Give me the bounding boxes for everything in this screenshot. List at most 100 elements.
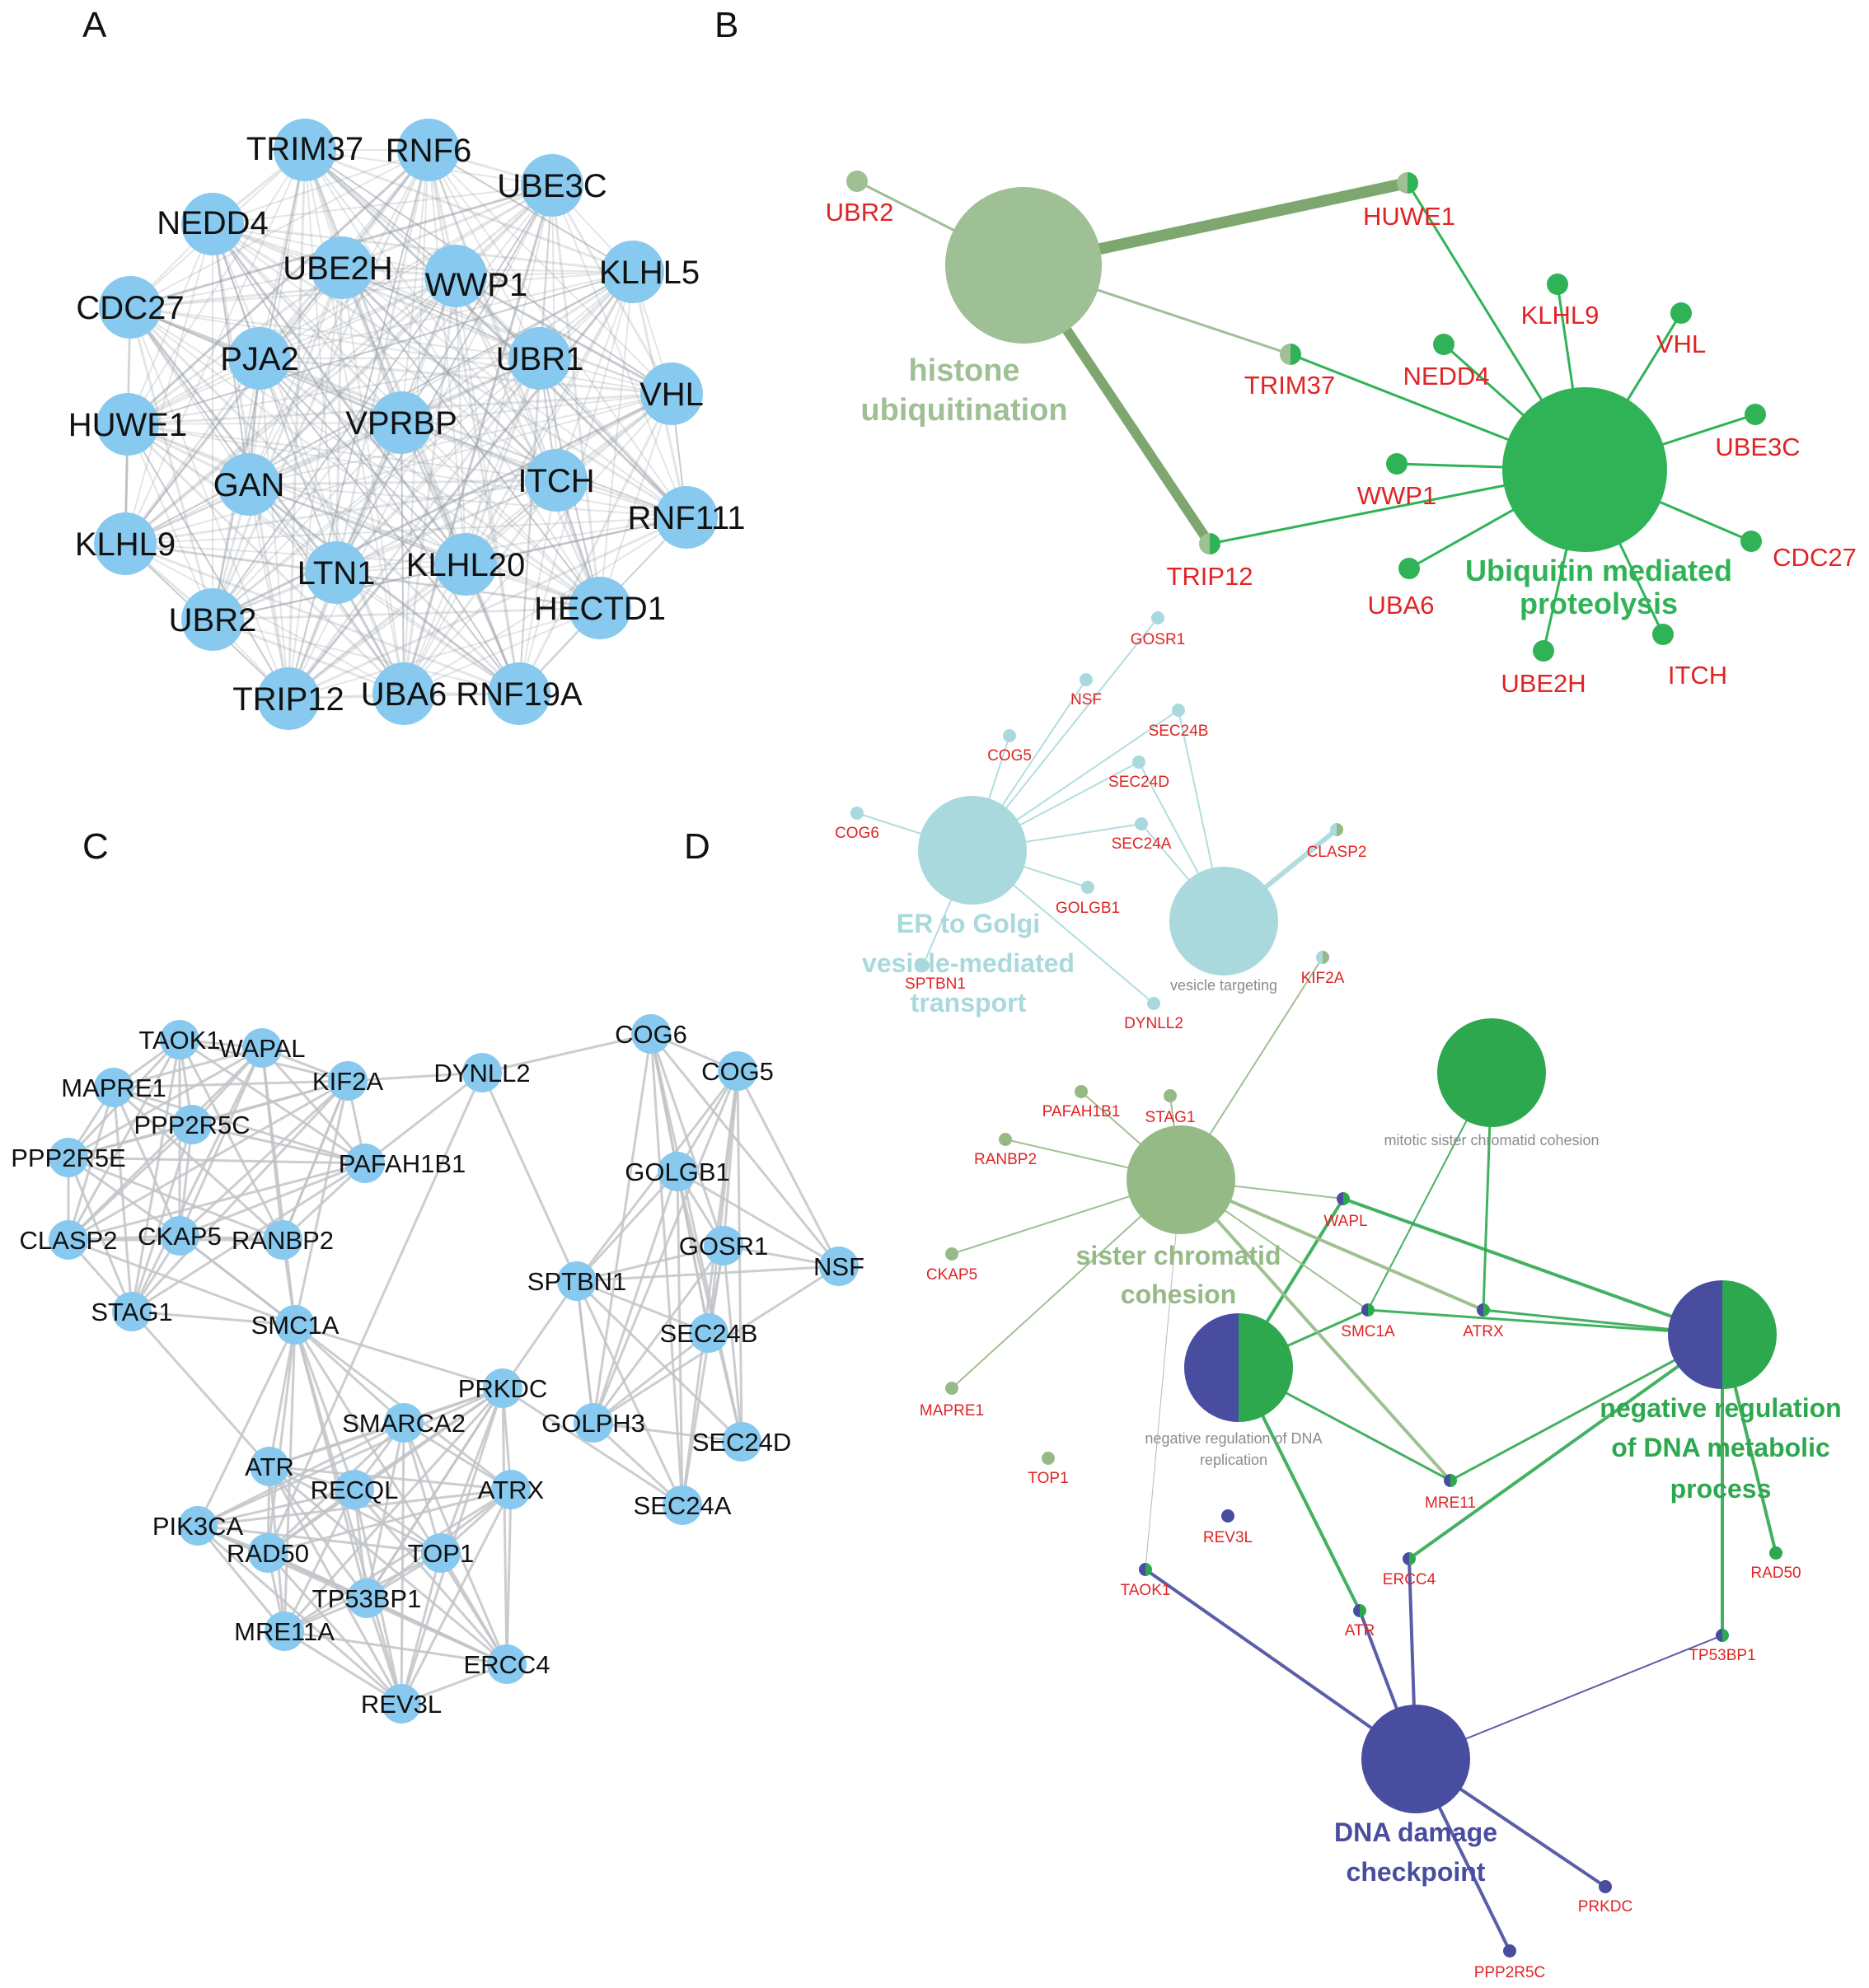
edge-a-2-11 [127, 185, 553, 425]
edge-c-83 [400, 1422, 405, 1705]
gene-node-klhl9 [1547, 274, 1568, 295]
gene-node-sec24b [1172, 704, 1185, 717]
gene-node-rad50 [1769, 1546, 1782, 1560]
edge-a-10-22 [403, 393, 672, 695]
edge-c-45 [179, 1162, 366, 1237]
gene-node-right-clasp2 [1337, 823, 1343, 836]
edge-a-7-19 [129, 306, 601, 609]
edge-a-6-19 [599, 271, 634, 609]
gene-label-d-ppp2r5c: PPP2R5C [1474, 1964, 1546, 1981]
edge-a-6-21 [287, 271, 635, 699]
edge-c-147 [676, 1171, 743, 1443]
edge-a-13-21 [248, 484, 289, 699]
label-klhl5: KLHL5 [599, 255, 700, 291]
label-c-smarca2: SMARCA2 [342, 1409, 466, 1438]
edge-c-139 [592, 1070, 739, 1424]
edge-c-44 [68, 1162, 366, 1242]
edge-d-ddc-27 [1415, 1635, 1723, 1760]
edge-c-168 [266, 1072, 484, 1554]
edge-c-100 [267, 1488, 512, 1555]
edge-a-5-10 [455, 274, 672, 395]
node-rnf111 [655, 486, 718, 549]
edge-d-ddc-25 [1144, 1568, 1417, 1761]
node-klhl5 [602, 241, 664, 303]
edge-a-9-17 [335, 358, 541, 573]
gene-node-left-mre11 [1444, 1474, 1450, 1487]
edge-a-14-16 [124, 479, 557, 545]
edge-c-109 [196, 1525, 286, 1632]
gene-label-d-smc1a: SMC1A [1341, 1323, 1395, 1340]
edge-c-161 [593, 1331, 710, 1424]
edge-c-176 [365, 1387, 504, 1599]
label-itch: ITCH [518, 463, 594, 499]
gene-node-sec24d [1132, 755, 1145, 769]
edge-a-6-7 [129, 271, 634, 308]
label-ube2h: UBE2H [283, 250, 392, 287]
edge-a-3-23 [212, 223, 520, 695]
edge-c-121 [366, 1597, 508, 1666]
gene-node-uba6 [1398, 558, 1420, 579]
gene-label-vhl: VHL [1656, 330, 1706, 358]
label-hectd1: HECTD1 [534, 591, 666, 627]
gene-node-right-trim37 [1290, 344, 1301, 365]
gene-label-d-nsf: NSF [1070, 691, 1102, 709]
node-stag1 [112, 1292, 152, 1331]
label-c-prkdc: PRKDC [458, 1374, 548, 1403]
edge-a-1-7 [129, 149, 429, 308]
edge-d-nrdm-16 [1342, 1197, 1723, 1336]
term-label-er-3: transport [911, 988, 1027, 1017]
edge-a-13-23 [248, 483, 520, 695]
node-nsf [819, 1247, 859, 1286]
gene-node-gosr1 [1151, 611, 1164, 624]
edge-c-103 [283, 1488, 512, 1633]
edge-c-80 [402, 1422, 443, 1554]
gene-label-wwp1: WWP1 [1357, 481, 1436, 510]
gene-node-sec24a [1135, 817, 1148, 830]
edge-a-1-23 [427, 149, 521, 695]
node-klhl20 [434, 533, 497, 596]
node-pja2 [228, 327, 291, 390]
label-c-wapal: WAPAL [218, 1034, 305, 1063]
edge-a-2-13 [247, 184, 554, 486]
term-node-vt [1169, 867, 1278, 975]
edge-c-169 [131, 1310, 296, 1326]
label-c-dynll2: DYNLL2 [433, 1059, 530, 1088]
edge-c-166 [480, 1072, 578, 1282]
label-c-cog5: COG5 [701, 1057, 774, 1086]
edge-a-18-21 [288, 563, 466, 700]
edge-a-5-21 [288, 275, 457, 699]
edge-a-3-18 [211, 223, 467, 565]
term-node-right-nrdm [1722, 1280, 1777, 1389]
node-ranbp2 [263, 1220, 302, 1260]
edge-c-144 [575, 1170, 679, 1283]
term-label-nrdr-2: replication [1200, 1452, 1267, 1468]
label-rnf6: RNF6 [386, 133, 471, 169]
label-c-sec24a: SEC24A [634, 1491, 732, 1520]
gene-node-left-ercc4 [1403, 1552, 1409, 1565]
edge-a-9-21 [287, 358, 541, 699]
node-klhl9 [94, 512, 157, 575]
edge-c-26 [112, 1087, 134, 1312]
term-node-ddc [1361, 1705, 1470, 1813]
term-label-ddc-1: DNA damage [1334, 1817, 1497, 1847]
edge-a-4-20 [211, 267, 344, 620]
edge-d-sc-20 [1179, 1178, 1452, 1482]
edge-d-sc-18 [1180, 1178, 1484, 1312]
edge-c-62 [293, 1324, 508, 1665]
edge-a-11-22 [126, 423, 405, 695]
edge-a-0-11 [127, 149, 306, 425]
edge-c-41 [68, 1156, 180, 1237]
edge-a-7-13 [129, 306, 250, 485]
edge-a-11-20 [127, 423, 213, 620]
edge-c-157 [576, 1279, 710, 1335]
edge-a-3-12 [211, 222, 403, 424]
edge-a-10-19 [599, 393, 672, 609]
edge-a-4-10 [341, 267, 672, 395]
edge-a-14-17 [335, 479, 557, 573]
panel-letter-b: B [714, 5, 738, 45]
edge-c-14 [260, 1047, 367, 1164]
gene-node-cdc27 [1740, 531, 1762, 552]
gene-label-d-cog5: COG5 [987, 747, 1032, 765]
